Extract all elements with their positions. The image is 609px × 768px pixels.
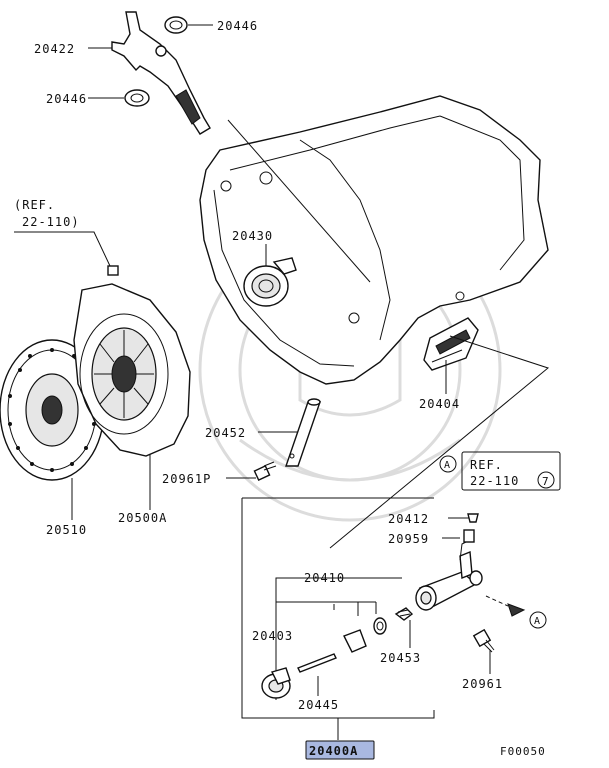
inset-box — [241, 497, 435, 740]
bolt-20961P[interactable] — [253, 461, 277, 481]
shift-fork-20422[interactable] — [111, 11, 211, 135]
label-20510[interactable]: 20510 — [46, 523, 87, 537]
boot-20403[interactable] — [261, 667, 291, 699]
label-20404[interactable]: 20404 — [419, 397, 460, 411]
label-20445[interactable]: 20445 — [298, 698, 339, 712]
label-20412[interactable]: 20412 — [388, 512, 429, 526]
ref-1-line1: (REF. — [14, 198, 55, 212]
dust-cover-20404[interactable] — [423, 317, 479, 371]
spring-20453[interactable] — [394, 607, 414, 621]
label-20452[interactable]: 20452 — [205, 426, 246, 440]
ref-1-line2: 22-110) — [22, 215, 80, 229]
assembly-number-20400A[interactable]: 20400A — [309, 744, 358, 758]
figure-code: F00050 — [500, 745, 546, 758]
release-bearing-20430[interactable] — [243, 257, 297, 307]
ref-2-line1[interactable]: REF. — [470, 458, 503, 472]
label-20403[interactable]: 20403 — [252, 629, 293, 643]
direction-arrow-to-A — [485, 595, 547, 629]
bleeder-20412[interactable] — [467, 513, 479, 523]
label-20422[interactable]: 20422 — [34, 42, 75, 56]
label-20446-left[interactable]: 20446 — [46, 92, 87, 106]
ref-box-22-110-7[interactable] — [439, 451, 561, 491]
boot-20446-left[interactable] — [124, 89, 150, 107]
push-rod-20445[interactable] — [297, 653, 337, 673]
assembly-highlight — [305, 740, 375, 760]
transmission-housing — [199, 95, 549, 385]
label-20959[interactable]: 20959 — [388, 532, 429, 546]
ref-2-line2[interactable]: 22-110 — [470, 474, 519, 488]
ref-2-marker: A — [444, 460, 451, 471]
bleeder-cap-20959[interactable] — [463, 529, 475, 543]
leader-lines — [14, 24, 550, 700]
label-20453[interactable]: 20453 — [380, 651, 421, 665]
label-20446-top[interactable]: 20446 — [217, 19, 258, 33]
pivot-ball-20446[interactable] — [155, 45, 167, 57]
label-20500A[interactable]: 20500A — [118, 511, 167, 525]
boot-20446-top[interactable] — [164, 16, 188, 34]
piston-cup-20410[interactable] — [343, 617, 387, 653]
ref-2-circled: 7 — [542, 475, 550, 488]
label-20430[interactable]: 20430 — [232, 229, 273, 243]
ref-pin — [107, 265, 119, 276]
callout-A: A — [534, 616, 541, 627]
label-20961[interactable]: 20961 — [462, 677, 503, 691]
labels: 20446 20422 20446 (REF. 22-110) 20430 20… — [14, 19, 550, 758]
clutch-release-cylinder[interactable] — [415, 539, 483, 611]
bolt-20961[interactable] — [472, 628, 495, 653]
label-20410[interactable]: 20410 — [304, 571, 345, 585]
pivot-pin-20452[interactable] — [285, 398, 321, 467]
clutch-cover-20500A[interactable] — [73, 283, 191, 457]
label-20961P[interactable]: 20961P — [162, 472, 211, 486]
